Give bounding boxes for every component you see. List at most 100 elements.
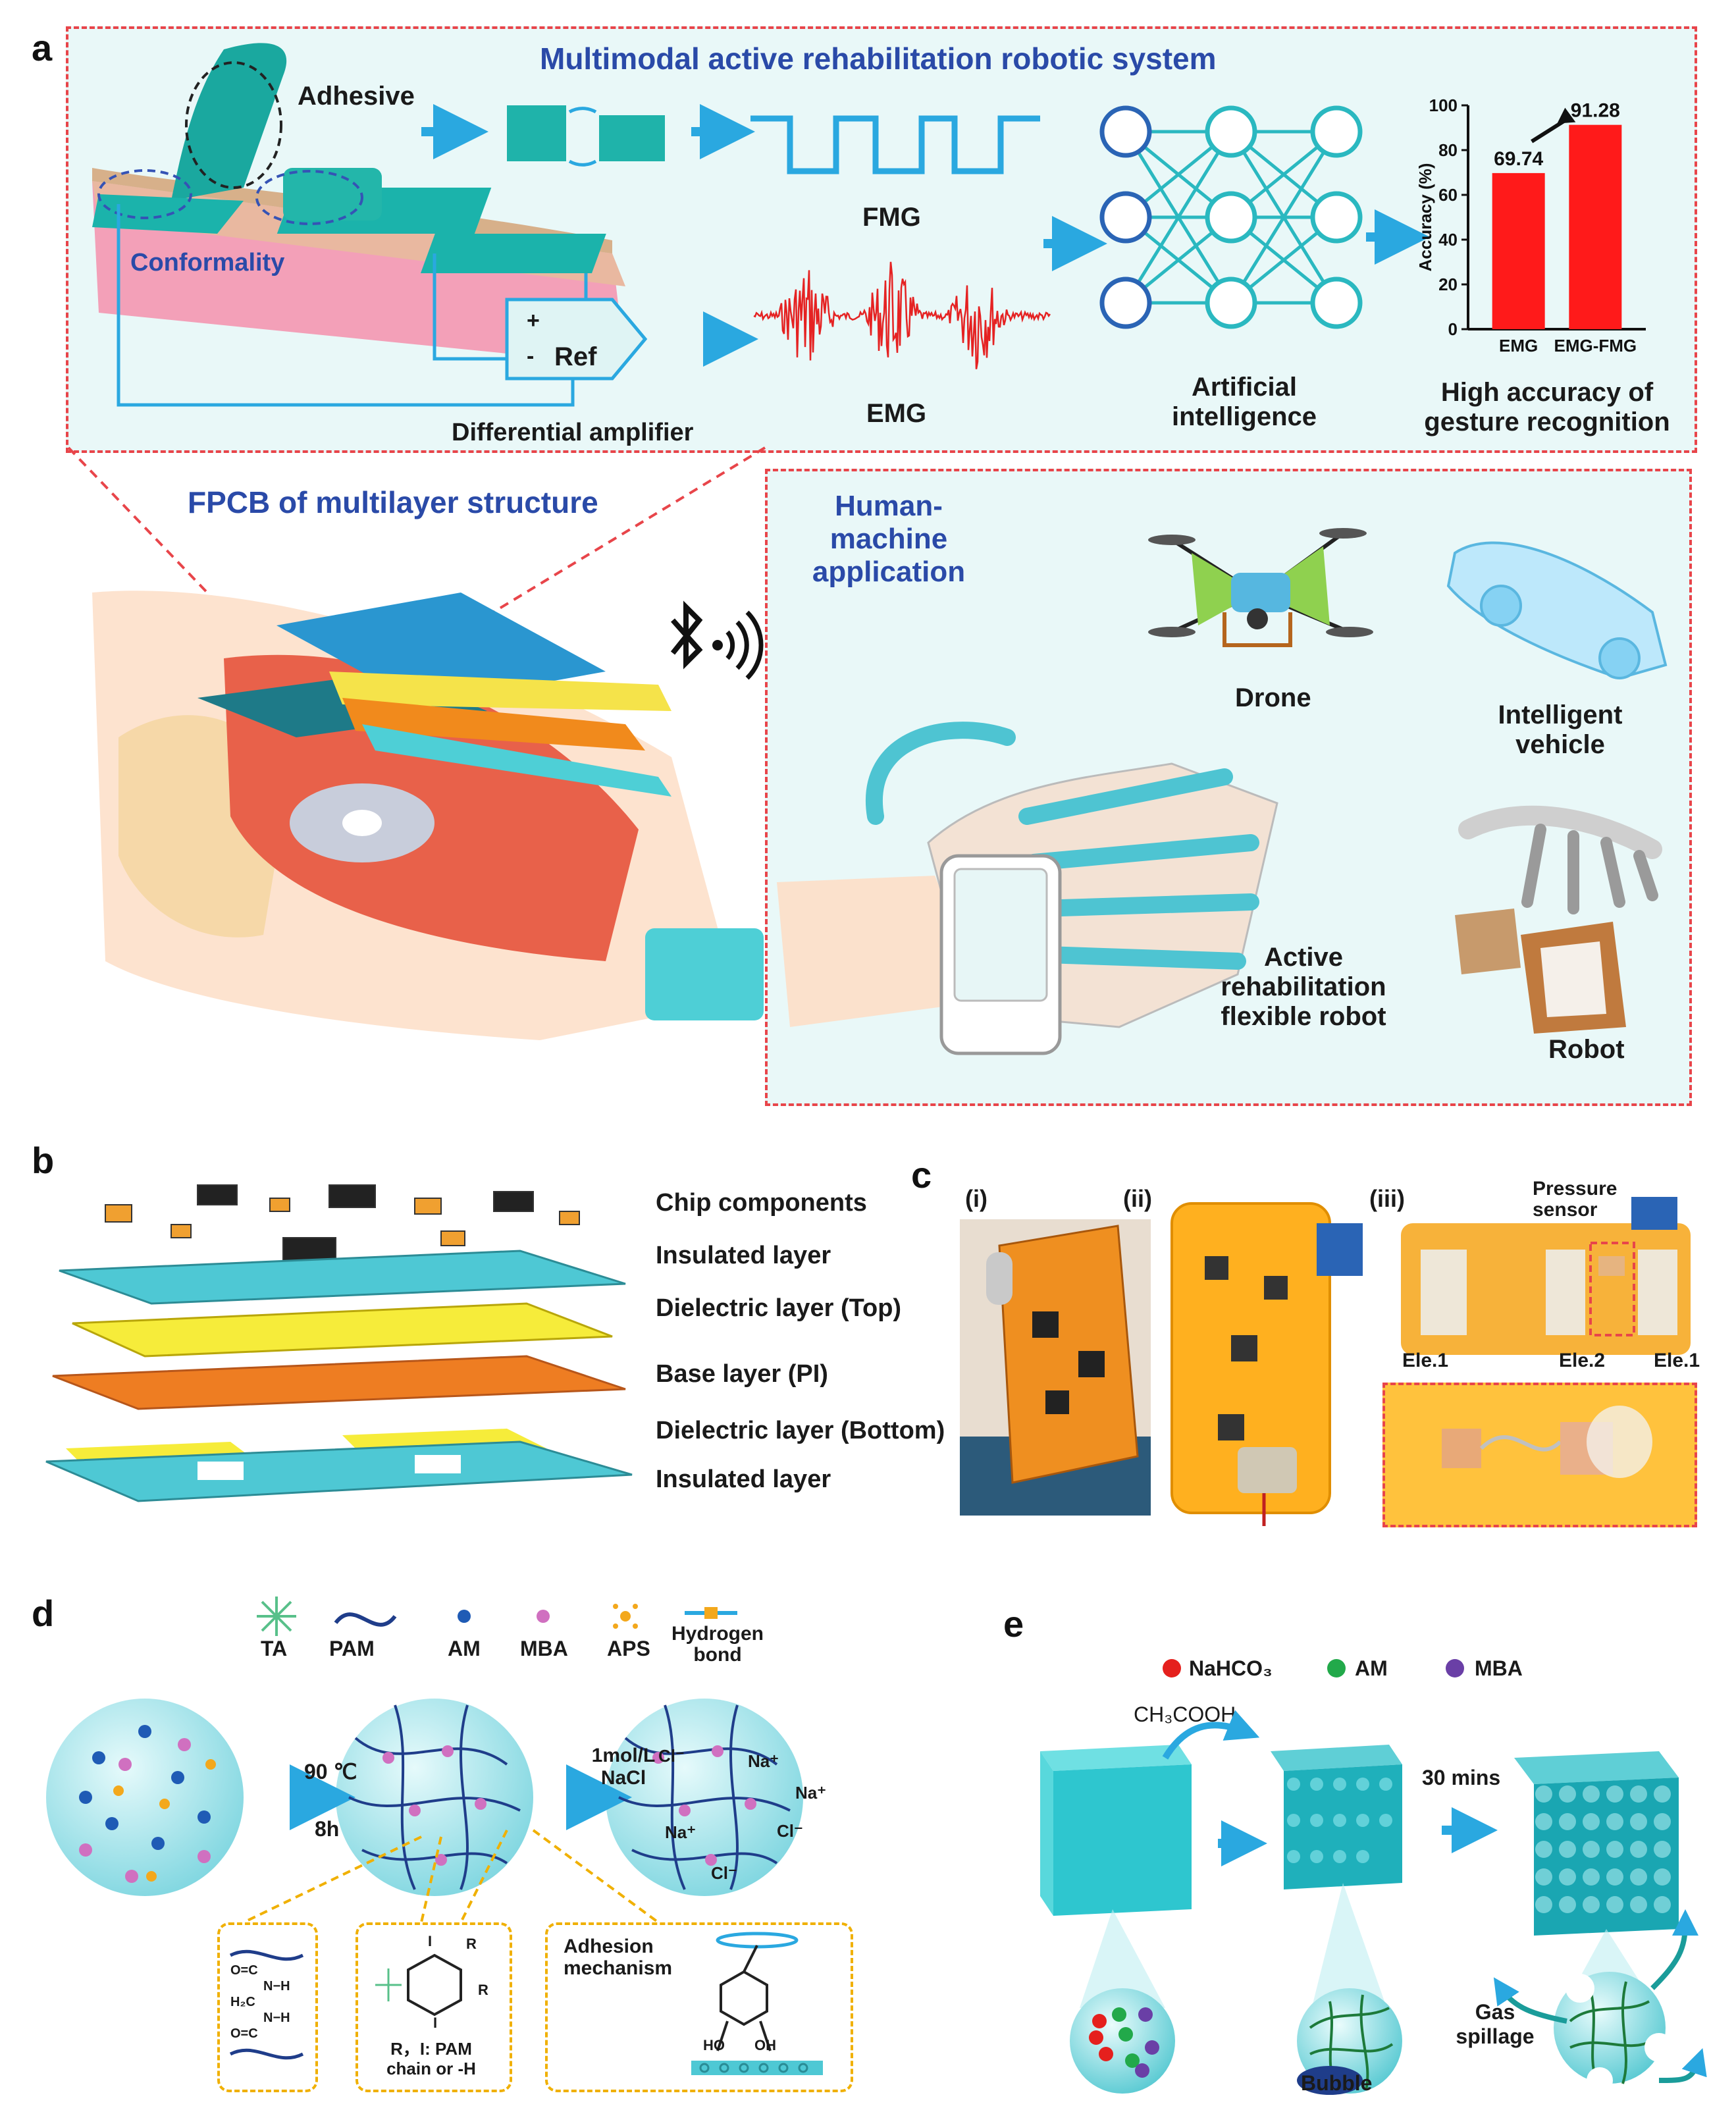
bubble-label: Bubble: [1301, 2071, 1373, 2095]
nn-node: [1099, 277, 1152, 329]
reagent-dot: [1138, 2007, 1153, 2022]
pore: [1630, 1896, 1647, 1913]
layer-label-3: Dielectric layer (Top): [656, 1294, 902, 1322]
layer-label-6: Insulated layer: [656, 1465, 831, 1493]
legend-icons-e: [1163, 1659, 1464, 1677]
bubble: [1379, 1778, 1392, 1791]
bubble: [1287, 1850, 1300, 1863]
robot-hand-icon: [1455, 805, 1662, 1034]
pore: [1630, 1868, 1647, 1886]
ion-na-3: Na⁺: [665, 1822, 696, 1842]
gas-spillage-label: Gas spillage: [1446, 2000, 1544, 2049]
bubble: [1356, 1778, 1369, 1791]
legend-ta: TA: [261, 1637, 288, 1660]
adhesion-line1: Adhesion: [564, 1936, 654, 1957]
am-monomer: [92, 1751, 105, 1764]
electrode-label-1a: Ele.1: [1402, 1350, 1449, 1371]
pore: [1630, 1841, 1647, 1858]
crosslink-caption: R，I: PAM chain or -H: [362, 2039, 500, 2079]
oh-label: OH: [754, 2037, 776, 2053]
step1-time: 8h: [315, 1817, 340, 1841]
amide-bond-box: [217, 1922, 318, 2092]
car-icon: [1446, 541, 1668, 680]
ion-na-2: Na⁺: [795, 1783, 826, 1803]
hm-line1: Human-machine: [829, 490, 948, 555]
vehicle-line2: vehicle: [1515, 730, 1605, 759]
pore: [1606, 1896, 1623, 1913]
mba-monomer: [125, 1870, 138, 1883]
ai-line2: intelligence: [1171, 402, 1317, 431]
fmg-label: FMG: [862, 203, 921, 232]
panel-label-a: a: [32, 27, 53, 68]
reagent-dot: [1092, 2014, 1107, 2028]
aps-initiator: [113, 1785, 124, 1796]
hb-line1: Hydrogen: [671, 1623, 764, 1645]
step2-line2: NaCl: [600, 1767, 646, 1789]
reagent-dot: [1125, 2053, 1140, 2068]
bubble: [1333, 1778, 1346, 1791]
bar-data-label: 69.74: [1494, 148, 1543, 170]
am-monomer: [105, 1817, 118, 1830]
crosslink-line2: chain or -H: [386, 2058, 476, 2078]
emg-label: EMG: [866, 399, 927, 428]
legend-am: AM: [448, 1637, 481, 1660]
pore: [1606, 1868, 1623, 1886]
legend-pam: PAM: [329, 1637, 375, 1660]
reagent-dot: [1112, 2007, 1126, 2022]
am-monomer: [151, 1837, 165, 1850]
aps-initiator: [159, 1799, 170, 1809]
arm-fpcb-illustration: [92, 591, 764, 1040]
pore: [1630, 1785, 1647, 1803]
amp-plus: +: [527, 308, 540, 333]
bubble: [1310, 1850, 1323, 1863]
y-tick-label: 20: [1438, 275, 1458, 294]
pore: [1559, 1785, 1576, 1803]
gas-line1: Gas: [1475, 2000, 1515, 2024]
nn-node: [1099, 191, 1152, 244]
nn-node: [1310, 105, 1363, 158]
y-tick-label: 60: [1438, 185, 1458, 205]
emg-trace: [753, 261, 1051, 369]
legend-mba-e: MBA: [1475, 1656, 1523, 1680]
human-machine-title: Human-machine application: [783, 490, 994, 589]
pore: [1535, 1868, 1552, 1886]
benzene-ring: [375, 1953, 462, 2017]
layer-label-5: Dielectric layer (Bottom): [656, 1417, 945, 1444]
legend-nahco3: NaHCO₃: [1189, 1656, 1273, 1680]
aps-initiator: [146, 1871, 157, 1882]
time-label: 30 mins: [1422, 1766, 1501, 1789]
pore: [1583, 1896, 1600, 1913]
legend-mba: MBA: [520, 1637, 568, 1660]
legend-am-e: AM: [1355, 1656, 1388, 1680]
ring-i-1: I: [428, 1933, 433, 1949]
bubble: [1356, 1850, 1369, 1863]
drone-label: Drone: [1235, 683, 1311, 712]
robot-label: Robot: [1548, 1035, 1625, 1064]
nn-edge: [1229, 130, 1338, 304]
bubble: [1333, 1814, 1346, 1827]
ai-label: Artificial intelligence: [1145, 373, 1343, 432]
vehicle-line1: Intelligent: [1498, 700, 1623, 729]
am-monomer: [197, 1810, 211, 1824]
mba-monomer: [118, 1758, 132, 1771]
pore: [1583, 1868, 1600, 1886]
accuracy-line2: gesture recognition: [1424, 408, 1670, 436]
panel-label-e: e: [1003, 1603, 1024, 1645]
foam-cubes: [507, 105, 665, 167]
pore: [1654, 1813, 1671, 1830]
nn-node: [1205, 191, 1257, 244]
ho-label: HO: [703, 2037, 725, 2053]
amide-1: O=C: [230, 1963, 258, 1978]
step2-salt: 1mol/L NaCl: [574, 1745, 673, 1789]
wrist-device-photo: [960, 1219, 1151, 1516]
y-tick-label: 40: [1438, 230, 1458, 250]
pressure-line1: Pressure: [1533, 1178, 1618, 1200]
bubble: [1356, 1814, 1369, 1827]
nn-node: [1310, 277, 1363, 329]
amp-ref: Ref: [554, 342, 597, 371]
fpcb-exploded-layers: [45, 1184, 633, 1502]
fpcb-board-photo: [1170, 1202, 1363, 1526]
foam-fabrication-diagram: [1040, 1710, 1707, 2095]
